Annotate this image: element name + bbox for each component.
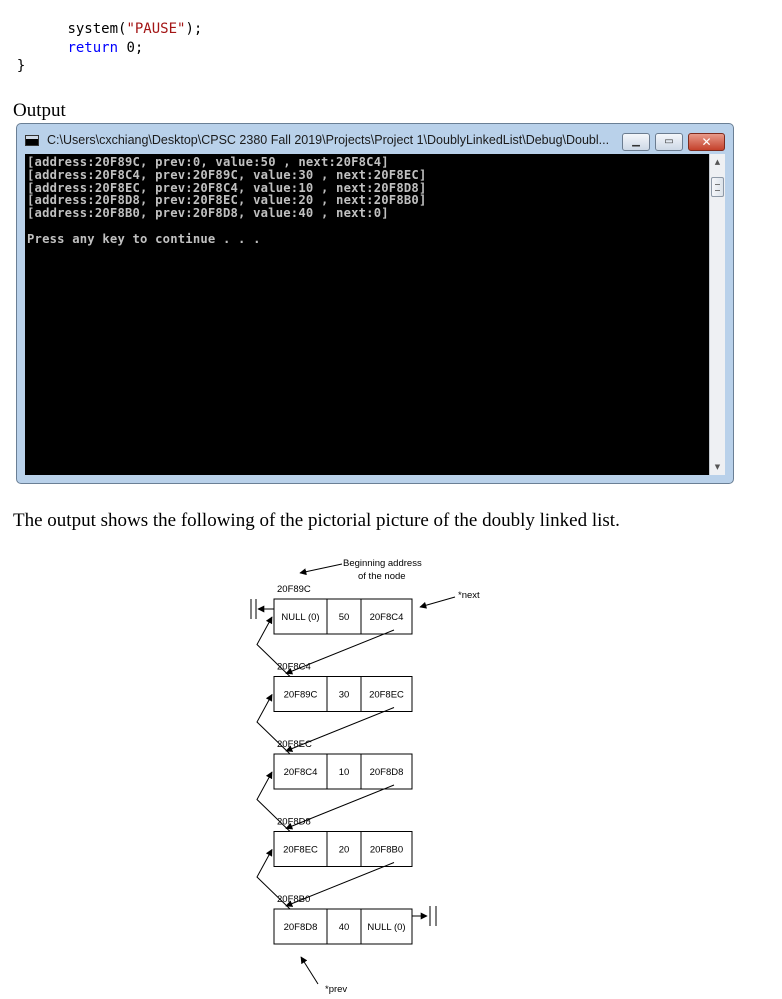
scroll-thumb[interactable] xyxy=(711,177,724,197)
console-app-icon xyxy=(25,135,39,146)
node-value-cell: 10 xyxy=(339,767,350,778)
node-next-cell: 20F8B0 xyxy=(370,845,403,856)
node-address-label: 20F8C4 xyxy=(277,662,311,673)
node-next-cell: NULL (0) xyxy=(367,922,405,933)
console-window[interactable]: C:\Users\cxchiang\Desktop\CPSC 2380 Fall… xyxy=(16,123,734,484)
code-indent xyxy=(0,21,67,37)
maximize-button[interactable]: ▭ xyxy=(655,133,683,151)
close-button[interactable]: ✕ xyxy=(688,133,725,151)
node-box xyxy=(273,753,413,790)
code-return-keyword: return xyxy=(67,39,119,56)
scroll-up-arrow-icon[interactable]: ▲ xyxy=(714,158,721,166)
console-line: [address:20F8C4, prev:20F89C, value:30 ,… xyxy=(27,167,427,182)
node-address-label: 20F8D8 xyxy=(277,817,311,828)
prev-link-arrow xyxy=(256,771,291,832)
node-prev-cell: 20F8EC xyxy=(283,845,318,856)
console-scrollbar[interactable]: ▲ ▼ xyxy=(709,154,725,475)
node-box xyxy=(273,831,413,867)
begin-address-arrow xyxy=(299,563,343,576)
console-line: [address:20F8B0, prev:20F8D8, value:40 ,… xyxy=(27,206,389,221)
code-system-call: system( xyxy=(67,21,127,37)
node-prev-cell: NULL (0) xyxy=(281,612,319,623)
prev-link-arrow xyxy=(256,848,291,910)
node-box xyxy=(273,908,413,945)
output-heading: Output xyxy=(13,100,66,121)
code-snippet: system("PAUSE"); return 0; } xyxy=(0,20,202,76)
node-next-cell: 20F8C4 xyxy=(370,612,404,623)
node-prev-cell: 20F8D8 xyxy=(284,922,318,933)
code-return-value: 0; xyxy=(118,39,144,56)
next-pointer-label: *next xyxy=(458,590,480,601)
node-value-cell: 30 xyxy=(339,690,350,701)
prev-pointer-label: *prev xyxy=(325,984,347,995)
minimize-button[interactable]: ▁ xyxy=(622,133,650,151)
list-node: 20F89C NULL (0) 50 20F8C4 xyxy=(273,584,413,635)
console-line: [address:20F8EC, prev:20F8C4, value:10 ,… xyxy=(27,180,427,195)
node-address-label: 20F8B0 xyxy=(277,894,310,905)
prev-pointer-arrow xyxy=(300,956,319,985)
list-node: 20F8B0 20F8D8 40 NULL (0) xyxy=(273,894,413,945)
node-address-label: 20F8EC xyxy=(277,739,312,750)
list-node: 20F8D8 20F8EC 20 20F8B0 xyxy=(273,817,413,867)
code-closing-brace: } xyxy=(16,58,26,74)
console-prompt-line: Press any key to continue . . . xyxy=(27,231,261,246)
node-value-cell: 40 xyxy=(339,922,350,933)
node-prev-cell: 20F8C4 xyxy=(284,767,318,778)
node-box xyxy=(273,598,413,635)
minimize-icon: ▁ xyxy=(632,136,640,147)
next-link-arrow xyxy=(285,862,395,907)
scroll-down-arrow-icon[interactable]: ▼ xyxy=(714,463,721,471)
begin-address-label-line2: of the node xyxy=(358,571,406,582)
console-output-area[interactable]: [address:20F89C, prev:0, value:50 , next… xyxy=(25,154,709,475)
console-title: C:\Users\cxchiang\Desktop\CPSC 2380 Fall… xyxy=(47,133,610,147)
list-node: 20F8EC 20F8C4 10 20F8D8 xyxy=(273,739,413,790)
next-link-arrow xyxy=(285,707,395,752)
node-value-cell: 20 xyxy=(339,845,350,856)
node-prev-cell: 20F89C xyxy=(284,690,318,701)
console-line: [address:20F8D8, prev:20F8EC, value:20 ,… xyxy=(27,193,427,208)
close-icon: ✕ xyxy=(701,135,712,149)
console-titlebar[interactable]: C:\Users\cxchiang\Desktop\CPSC 2380 Fall… xyxy=(17,124,733,154)
maximize-icon: ▭ xyxy=(664,136,674,147)
linked-list-diagram: Beginning address of the node *next *pre… xyxy=(250,558,480,995)
begin-address-label-line1: Beginning address xyxy=(343,558,422,569)
node-box xyxy=(273,676,413,712)
prev-link-arrow xyxy=(256,693,291,755)
code-line1-end: ); xyxy=(185,21,203,37)
console-line: [address:20F89C, prev:0, value:50 , next… xyxy=(27,155,389,169)
console-text: [address:20F89C, prev:0, value:50 , next… xyxy=(27,156,427,246)
next-link-arrow xyxy=(285,784,395,830)
node-value-cell: 50 xyxy=(339,612,350,623)
list-node: 20F8C4 20F89C 30 20F8EC xyxy=(273,662,413,712)
node-next-cell: 20F8D8 xyxy=(370,767,404,778)
description-paragraph: The output shows the following of the pi… xyxy=(13,510,620,531)
next-link-arrow xyxy=(285,629,395,675)
prev-link-arrow xyxy=(256,616,291,677)
next-pointer-arrow xyxy=(419,596,456,609)
code-string-literal: "PAUSE" xyxy=(126,21,186,37)
node-address-label: 20F89C xyxy=(277,584,311,595)
node-next-cell: 20F8EC xyxy=(369,690,404,701)
